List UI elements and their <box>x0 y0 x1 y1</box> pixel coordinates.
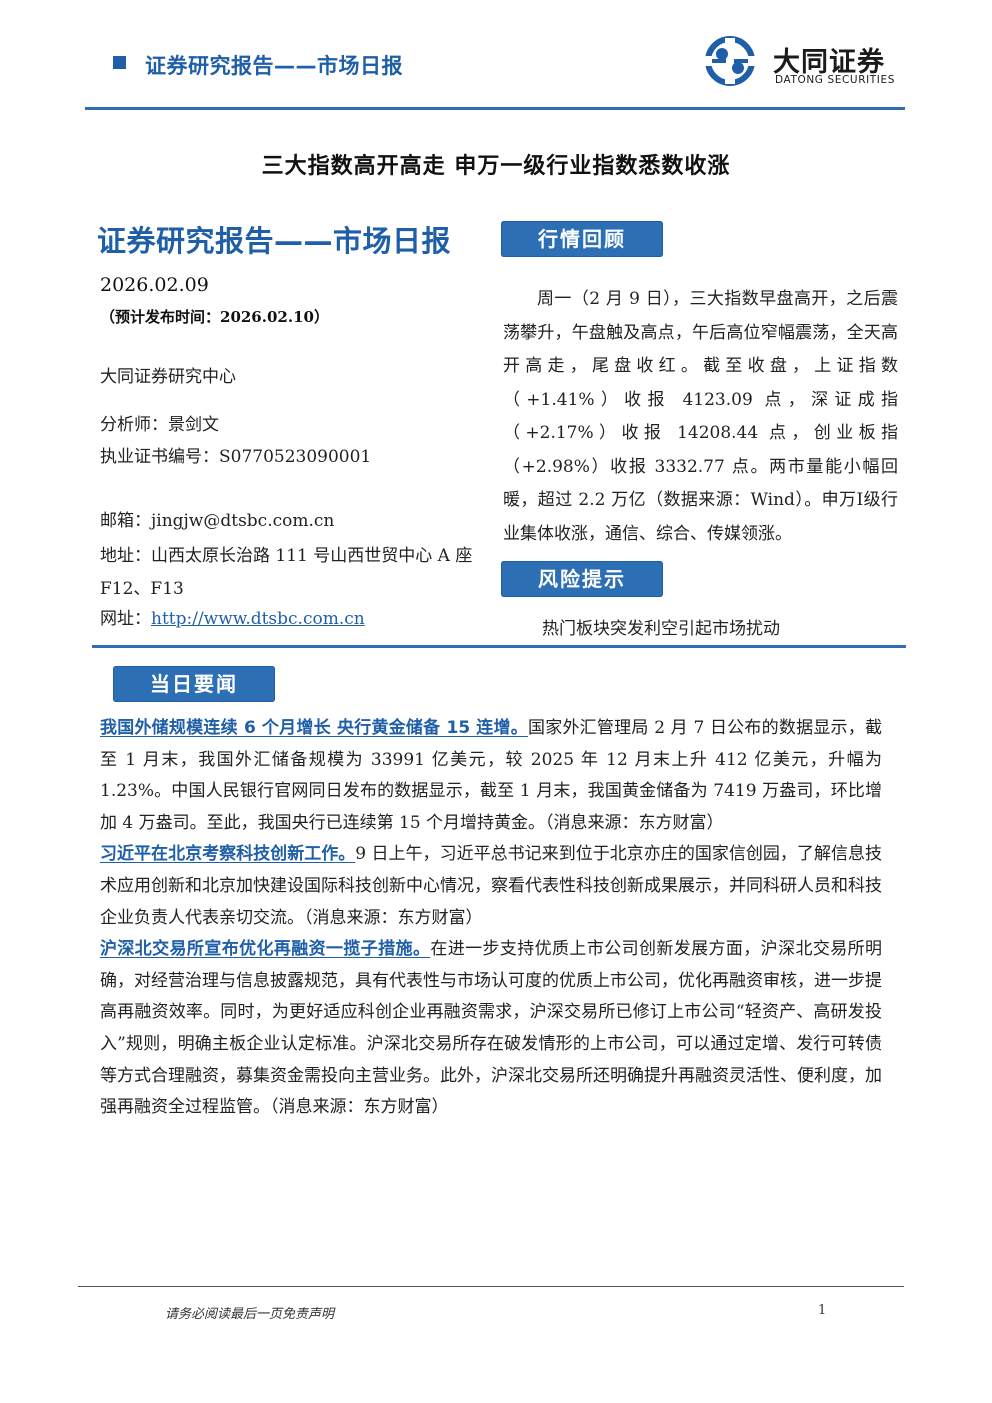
risk-warning-text: 热门板块突发利空引起市场扰动 <box>542 619 780 639</box>
tab-market-review-label: 行情回顾 <box>538 227 626 251</box>
datong-logo-icon <box>704 36 756 86</box>
website-line: 网址：http://www.dtsbc.com.cn <box>100 604 365 629</box>
website-label: 网址： <box>100 609 151 629</box>
section-divider <box>92 645 906 648</box>
publish-date: （预计发布时间：2026.02.10） <box>100 308 329 326</box>
disclaimer-note: 请务必阅读最后一页免责声明 <box>165 1307 335 1322</box>
header-divider <box>85 107 905 110</box>
news-headline: 我国外储规模连续 6 个月增长 央行黄金储备 15 连增。 <box>100 718 528 738</box>
news-body: 国家外汇管理局 2 月 7 日公布的数据显示，截至 1 月末，我国外汇储备规模为… <box>100 718 882 833</box>
certificate-number: 执业证书编号：S0770523090001 <box>100 447 372 467</box>
report-type-title: 证券研究报告——市场日报 <box>97 224 452 258</box>
logo-english-text: DATONG SECURITIES <box>775 74 895 86</box>
contact-email: 邮箱：jingjw@dtsbc.com.cn <box>100 511 335 531</box>
news-body: 在进一步支持优质上市公司创新发展方面，沪深北交易所明确，对经营治理与信息披露规范… <box>100 939 883 1118</box>
news-headline: 习近平在北京考察科技创新工作。 <box>100 844 356 865</box>
report-title: 三大指数高开高走 申万一级行业指数悉数收涨 <box>261 154 731 179</box>
news-headline: 沪深北交易所宣布优化再融资一揽子措施。 <box>100 939 431 960</box>
contact-address: 地址：山西太原长治路 111 号山西世贸中心 A 座 F12、F13 <box>100 546 473 599</box>
website-link[interactable]: http://www.dtsbc.com.cn <box>151 609 365 629</box>
tab-daily-news: 当日要闻 <box>113 666 275 702</box>
news-item: 沪深北交易所宣布优化再融资一揽子措施。在进一步支持优质上市公司创新发展方面，沪深… <box>100 934 882 1124</box>
news-item: 习近平在北京考察科技创新工作。9 日上午，习近平总书记来到位于北京亦庄的国家信创… <box>100 839 882 934</box>
footer-divider <box>78 1286 904 1287</box>
report-date: 2026.02.09 <box>100 274 209 296</box>
research-center: 大同证券研究中心 <box>100 367 236 387</box>
header-title: 证券研究报告——市场日报 <box>145 54 403 78</box>
logo-chinese-text: 大同证券 <box>773 47 885 78</box>
page-number: 1 <box>818 1303 827 1318</box>
tab-market-review: 行情回顾 <box>501 221 663 257</box>
tab-risk-warning-label: 风险提示 <box>538 567 626 591</box>
tab-risk-warning: 风险提示 <box>501 561 663 597</box>
news-item: 我国外储规模连续 6 个月增长 央行黄金储备 15 连增。国家外汇管理局 2 月… <box>100 713 882 839</box>
news-list: 我国外储规模连续 6 个月增长 央行黄金储备 15 连增。国家外汇管理局 2 月… <box>100 713 882 1124</box>
tab-daily-news-label: 当日要闻 <box>150 672 238 696</box>
header-square-icon <box>113 56 126 69</box>
market-review-text: 周一（2 月 9 日），三大指数早盘高开，之后震荡攀升，午盘触及高点，午后高位窄… <box>503 289 898 544</box>
analyst-name: 分析师：景剑文 <box>100 415 219 435</box>
news-body: 9 日上午，习近平总书记来到位于北京亦庄的国家信创园，了解信息技术应用创新和北京… <box>100 844 883 928</box>
